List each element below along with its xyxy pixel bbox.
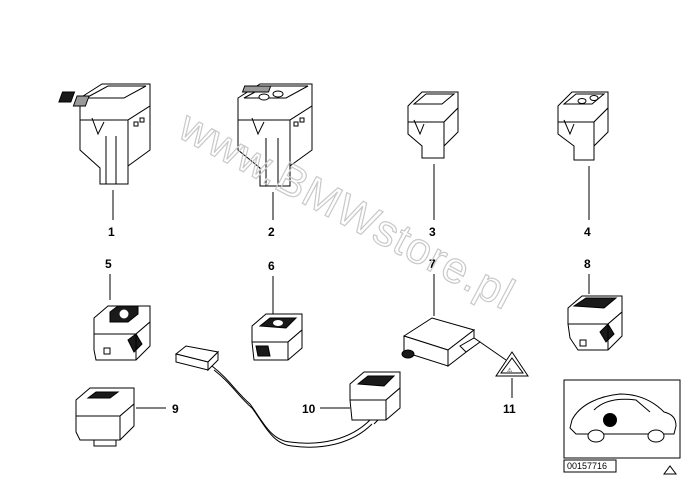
part-11-warning-label: ⚠ — [495, 351, 529, 377]
part-7-control-module — [401, 317, 507, 368]
callout-9: 9 — [172, 402, 179, 416]
callout-6: 6 — [268, 259, 275, 273]
triangle-icon — [663, 465, 677, 475]
part-number-box — [563, 459, 617, 473]
callout-10: 10 — [302, 402, 316, 416]
svg-text:⚠: ⚠ — [507, 367, 513, 374]
part-9-blank-cover — [75, 387, 135, 447]
callout-8: 8 — [584, 257, 591, 271]
part-4-single-switch — [557, 91, 609, 161]
callout-2: 2 — [268, 225, 275, 239]
part-8-rocker-switch — [567, 295, 623, 351]
part-10-switch-with-cable — [349, 371, 401, 421]
part-1-double-switch — [58, 83, 151, 185]
callout-7: 7 — [429, 257, 436, 271]
part-5-rocker-switch — [93, 305, 151, 361]
watermark-text: www.BMWstore.pl — [170, 101, 522, 319]
callout-11: 11 — [503, 402, 516, 416]
part-3-single-switch — [407, 91, 459, 159]
part-6-push-switch — [251, 313, 303, 361]
callout-4: 4 — [584, 225, 591, 239]
car-locator-inset — [563, 379, 681, 459]
part-number: 00157716 — [567, 461, 607, 471]
callout-5: 5 — [105, 257, 112, 271]
callout-3: 3 — [429, 225, 436, 239]
location-marker — [603, 413, 617, 427]
wiring-harness — [174, 345, 381, 448]
callout-1: 1 — [108, 225, 115, 239]
part-2-double-switch — [237, 83, 313, 187]
